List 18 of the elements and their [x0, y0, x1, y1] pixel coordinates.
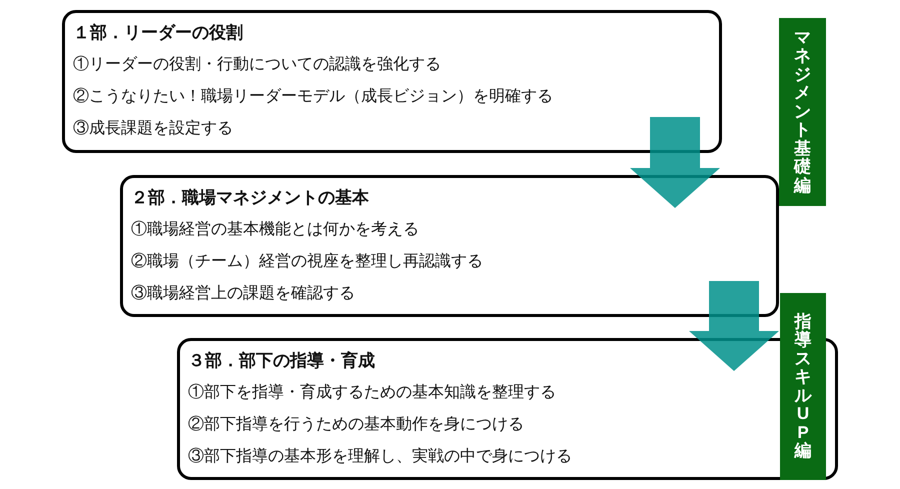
category-band: 指導スキルUP編 — [780, 293, 826, 480]
list-item: ②部下指導を行うための基本動作を身につける — [188, 414, 524, 435]
section-heading: ３部．部下の指導・育成 — [188, 350, 375, 372]
list-item: ①職場経営の基本機能とは何かを考える — [131, 220, 419, 240]
category-band: マネジメント基礎編 — [779, 18, 826, 206]
list-item: ②職場（チーム）経営の視座を整理し再認識する — [131, 252, 483, 272]
list-item: ③職場経営上の課題を確認する — [131, 284, 355, 304]
list-item: ①部下を指導・育成するための基本知識を整理する — [188, 382, 556, 403]
section-heading: ２部．職場マネジメントの基本 — [131, 187, 369, 209]
list-item: ③成長課題を設定する — [73, 118, 233, 139]
section-box — [62, 10, 722, 153]
list-item: ③部下指導の基本形を理解し、実戦の中で身につける — [188, 446, 572, 467]
list-item: ②こうなりたい！職場リーダーモデル（成長ビジョン）を明確する — [73, 86, 553, 107]
section-heading: １部．リーダーの役割 — [73, 22, 243, 44]
list-item: ①リーダーの役割・行動についての認識を強化する — [73, 54, 441, 75]
section-box — [120, 175, 779, 317]
block-arrow — [689, 281, 779, 371]
block-arrow — [630, 117, 720, 208]
